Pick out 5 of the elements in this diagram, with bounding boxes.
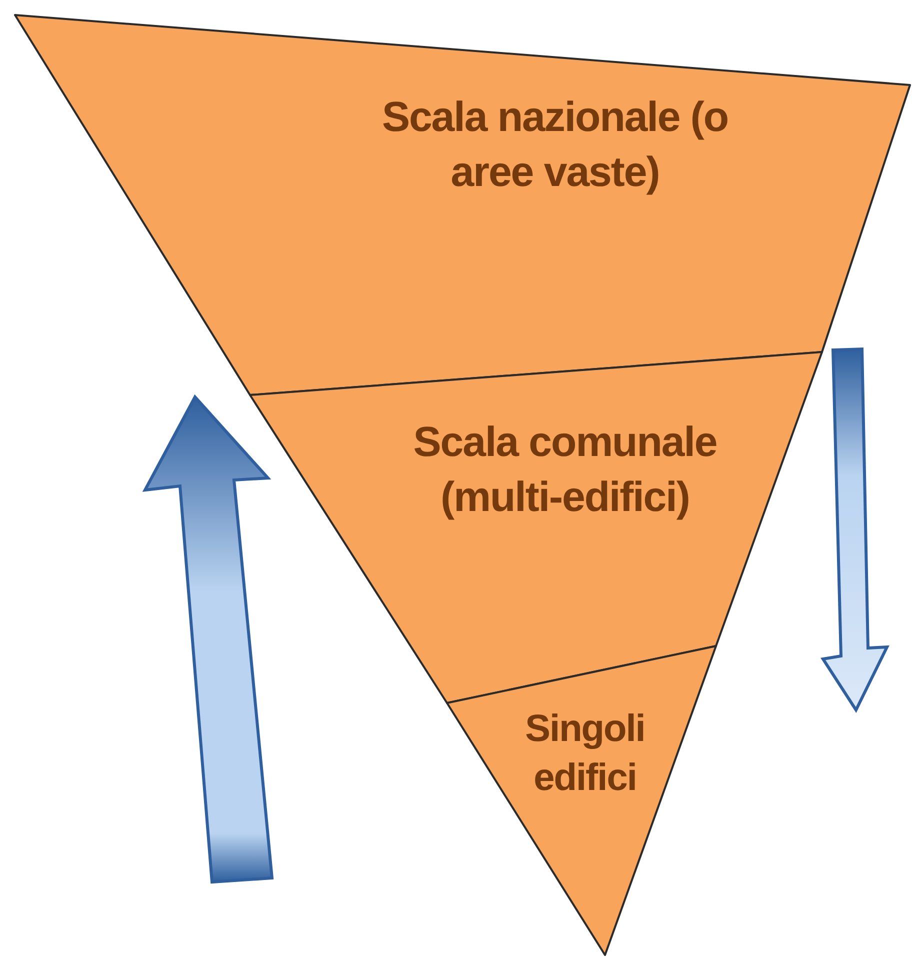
pyramid-band xyxy=(15,15,910,395)
pyramid-band xyxy=(447,646,716,955)
band-label: Singoli edifici xyxy=(524,707,646,802)
band-label: Scala comunale (multi-edifici) xyxy=(412,417,718,522)
band-label: Scala nazionale (o aree vaste) xyxy=(380,92,730,197)
